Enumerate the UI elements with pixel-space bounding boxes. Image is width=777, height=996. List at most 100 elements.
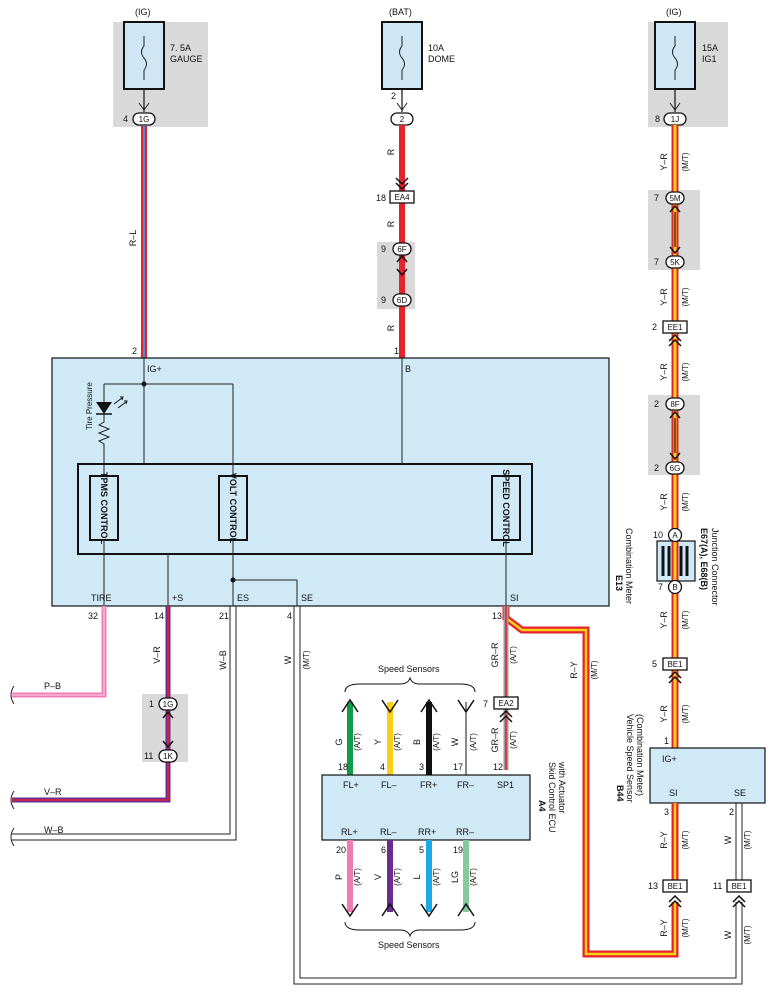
wire-yr-label-3: Y–R: [659, 363, 669, 381]
junction-id: E67(A), E68(B): [699, 528, 709, 590]
wire-r-label-2: R: [386, 220, 396, 227]
wire-yr-mt-5: (M/T): [681, 610, 690, 629]
wire-v-r: V–R V–R 1G 1 1K 11: [10, 606, 188, 810]
conn-8f-pin: 2: [654, 399, 659, 409]
wire-l-label: L: [412, 874, 422, 879]
wire-p-b: P–B: [10, 606, 107, 705]
wire-p-at: (A/T): [353, 868, 362, 886]
speed-sensors-top: Speed Sensors: [378, 664, 440, 674]
meter-pin-si: 13: [492, 611, 502, 621]
conn-6g: 6G: [670, 464, 681, 473]
wire-yr-mt-6: (M/T): [681, 704, 690, 723]
fuse-gauge-connector: 1G: [139, 115, 150, 124]
wire-r-l: R–L: [128, 126, 147, 358]
ecu-pin-6: 6: [381, 845, 386, 855]
junction-connector: A B 10 7 E67(A), E68(B) Junction Connect…: [653, 527, 720, 606]
conn-ea2: EA2: [498, 699, 514, 708]
wire-r-label-1: R: [386, 148, 396, 155]
wire-lg-label: LG: [450, 871, 460, 883]
wire-v-label: V: [373, 874, 383, 880]
fuse-ig1-name: IG1: [702, 54, 717, 64]
vss-se-wire-mt-2: (M/T): [743, 925, 752, 944]
meter-term-plus-s: +S: [172, 593, 183, 603]
wire-si: R–Y (M/T) GR–R (A/T) GR–R (A/T) EA2 7: [483, 606, 679, 958]
ecu-pin-20: 20: [336, 845, 346, 855]
wire-w: W (M/T): [283, 606, 743, 985]
wire-yr-label-6: Y–R: [659, 705, 669, 723]
wire-w-at: (A/T): [469, 733, 478, 751]
conn-be1-13-pin: 13: [648, 881, 658, 891]
conn-5k: 5K: [670, 258, 680, 267]
meter-pin-plus-s: 14: [154, 611, 164, 621]
conn-5k-pin: 7: [654, 257, 659, 267]
fuse-ig1-connector: 1J: [671, 115, 679, 124]
ecu-id: A4: [537, 800, 547, 812]
meter-term-es: ES: [237, 593, 249, 603]
wire-y-at: (A/T): [393, 733, 402, 751]
wire-l-at: (A/T): [432, 868, 441, 886]
vss-term-si: SI: [669, 788, 678, 798]
combination-meter: IG+ B 2 1 Tire Pressure TPMS CONTROL VOL…: [51, 346, 634, 621]
ecu-term-fr-plus: FR+: [420, 780, 437, 790]
conn-6g-pin: 2: [654, 463, 659, 473]
wire-r-y-label: R–Y: [569, 661, 579, 679]
conn-be1-13: BE1: [667, 882, 683, 891]
fuse-gauge-name: GAUGE: [170, 54, 203, 64]
vss-id: B44: [615, 785, 625, 802]
speed-sensors-bottom: Speed Sensors: [378, 940, 440, 950]
ecu-pin-3: 3: [419, 762, 424, 772]
ecu-pin-18: 18: [338, 762, 348, 772]
fuse-gauge-rating: 7. 5A: [170, 43, 191, 53]
ecu-term-rr-minus: RR–: [456, 827, 474, 837]
junction-b: B: [672, 583, 677, 592]
meter-volt-control: VOLT CONTROL: [228, 473, 238, 544]
conn-ea4: EA4: [394, 193, 410, 202]
meter-pin-igp: 2: [132, 346, 137, 356]
conn-1g: 1G: [163, 700, 174, 709]
vss-se-wire-label-2: W: [723, 930, 733, 939]
ecu-pin-19: 19: [453, 845, 463, 855]
wire-b-label: B: [412, 739, 422, 745]
meter-pin-tire: 32: [88, 611, 98, 621]
wire-yr-mt-1: (M/T): [681, 152, 690, 171]
vss-sub: (Combination Meter): [635, 714, 645, 796]
conn-be1-11-pin: 11: [713, 881, 722, 891]
conn-5m-pin: 7: [654, 193, 659, 203]
meter-term-si: SI: [510, 593, 519, 603]
ecu-term-fl-minus: FL–: [381, 780, 397, 790]
vss-name: Vehicle Speed Sensor: [625, 714, 635, 803]
wire-yr-label-2: Y–R: [659, 288, 669, 306]
conn-6d: 6D: [397, 296, 407, 305]
junction-a: A: [672, 531, 678, 540]
vss-pin-se: 2: [729, 807, 734, 817]
conn-6f-pin: 9: [381, 244, 386, 254]
conn-1k-pin: 11: [144, 751, 153, 761]
vss-si-wire-mt-2: (M/T): [681, 918, 690, 937]
vss-term-igp: IG+: [662, 754, 677, 764]
wire-y-label: Y: [373, 739, 383, 745]
meter-term-tire: TIRE: [91, 593, 112, 603]
wire-yr-label-5: Y–R: [659, 611, 669, 629]
wire-w-b-label-2: W–B: [44, 825, 64, 835]
meter-term-se: SE: [301, 593, 313, 603]
vss-pin-si: 3: [664, 807, 669, 817]
fuse-ig1-rating: 15A: [702, 43, 718, 53]
ecu-sub: with Actuator: [557, 761, 567, 814]
fuse-ig1-pin: 8: [655, 114, 660, 124]
vss-si-wire-mt: (M/T): [681, 830, 690, 849]
wire-yr-label-1: Y–R: [659, 153, 669, 171]
wire-yr-mt-4: (M/T): [681, 492, 690, 511]
fuse-ig1: (IG) 15A IG1 8 1J: [648, 7, 728, 127]
conn-be1-11: BE1: [731, 882, 747, 891]
fuse-dome-name: DOME: [428, 54, 455, 64]
wire-w-label-ecu: W: [450, 737, 460, 746]
wire-gr-r-at-2: (A/T): [509, 731, 518, 749]
wire-gr-r-label-1: GR–R: [490, 642, 500, 668]
fuse-dome-source: (BAT): [389, 7, 412, 17]
conn-1g-pin: 1: [149, 699, 154, 709]
ecu-term-sp1: SP1: [497, 780, 514, 790]
wire-r: R R R EA4 18 6F 9 6D 9: [376, 125, 415, 358]
conn-1k: 1K: [163, 752, 173, 761]
wire-g-at: (A/T): [353, 733, 362, 751]
